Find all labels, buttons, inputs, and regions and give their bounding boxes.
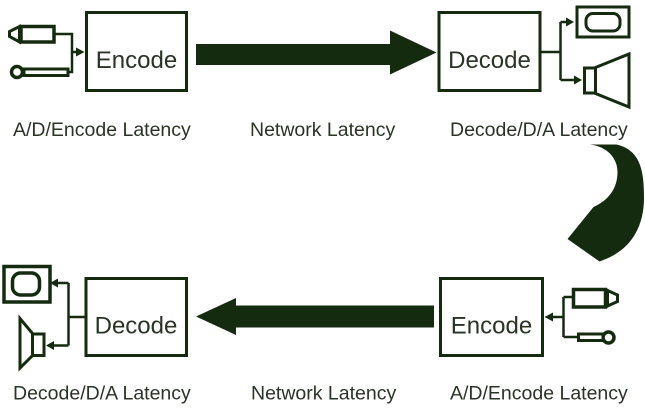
connector-line: [55, 32, 77, 54]
decode-box: [84, 277, 188, 357]
monitor-screen: [10, 271, 42, 297]
arrowhead-right-icon: [574, 75, 582, 85]
speaker-cone: [594, 51, 631, 110]
monitor-icon: [2, 264, 52, 304]
top-input-connector: [55, 32, 85, 74]
arrowhead-left-icon: [544, 312, 553, 322]
decode-box-label: Decode: [448, 47, 531, 74]
camera-icon: [571, 287, 619, 309]
speaker-driver: [31, 332, 46, 357]
encode-box-label: Encode: [96, 47, 177, 74]
microphone-handle: [577, 332, 605, 342]
bottom-flow: Decode Encode Decode/D/A Latency Network…: [2, 264, 628, 405]
camera-body: [19, 24, 56, 44]
microphone-icon: [9, 64, 70, 80]
bottom-input-connector: [544, 295, 578, 339]
microphone-head: [9, 64, 25, 80]
caption-ad-encode-latency: A/D/Encode Latency: [450, 383, 628, 405]
speaker-icon: [18, 314, 46, 372]
caption-network-latency: Network Latency: [250, 119, 395, 141]
caption-ad-encode-latency: A/D/Encode Latency: [13, 119, 191, 141]
decode-box: [437, 11, 542, 92]
loopback-u-turn-arrow-icon: [567, 144, 644, 262]
arrowhead-right-icon: [566, 17, 574, 27]
top-output-connector: [540, 17, 582, 85]
caption-network-latency: Network Latency: [251, 383, 396, 405]
arrowhead-left-icon: [50, 278, 58, 288]
network-arrow-right-icon: [196, 30, 437, 75]
network-arrow-left-icon: [196, 298, 434, 335]
microphone-head: [601, 330, 616, 345]
connector-line: [68, 52, 74, 74]
connector-line: [540, 20, 574, 82]
camera-body: [571, 287, 608, 309]
encode-box: [439, 277, 544, 357]
top-flow: Encode Decode A/D/Encode Latency Network…: [8, 5, 631, 141]
speaker-driver: [583, 66, 597, 95]
camera-lens: [8, 24, 21, 45]
arrowhead-left-icon: [46, 341, 54, 350]
microphone-icon: [577, 330, 616, 345]
monitor-icon: [575, 5, 631, 39]
connector-line: [54, 281, 86, 347]
encode-box: [85, 11, 188, 92]
connector-line: [553, 295, 578, 339]
monitor-screen: [584, 12, 622, 33]
speaker-cone: [18, 314, 34, 372]
arrowhead-right-icon: [76, 47, 85, 57]
caption-decode-da-latency: Decode/D/A Latency: [13, 383, 191, 405]
speaker-icon: [583, 51, 631, 110]
encode-box-label: Encode: [451, 313, 532, 340]
decode-box-label: Decode: [95, 313, 178, 340]
microphone-handle: [22, 67, 70, 77]
camera-lens: [606, 288, 619, 309]
bottom-output-connector: [46, 278, 86, 350]
caption-decode-da-latency: Decode/D/A Latency: [450, 119, 628, 141]
camera-icon: [8, 24, 56, 45]
